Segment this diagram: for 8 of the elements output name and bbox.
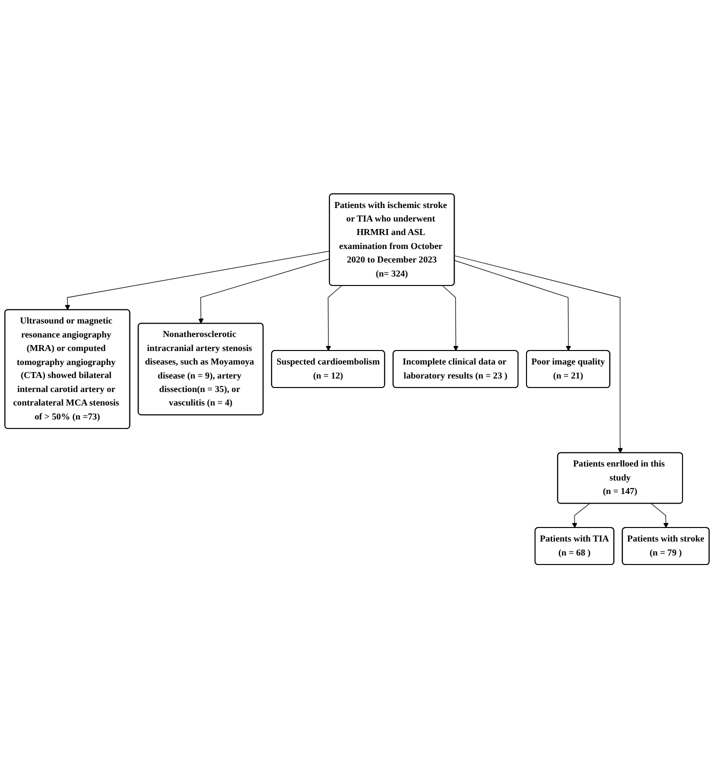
arrow — [198, 258, 330, 324]
arrow — [454, 260, 572, 351]
arrow — [454, 255, 623, 454]
arrow — [442, 285, 458, 351]
arrow — [326, 285, 342, 351]
arrow — [572, 503, 590, 528]
arrow — [650, 503, 669, 528]
arrow — [64, 250, 330, 310]
